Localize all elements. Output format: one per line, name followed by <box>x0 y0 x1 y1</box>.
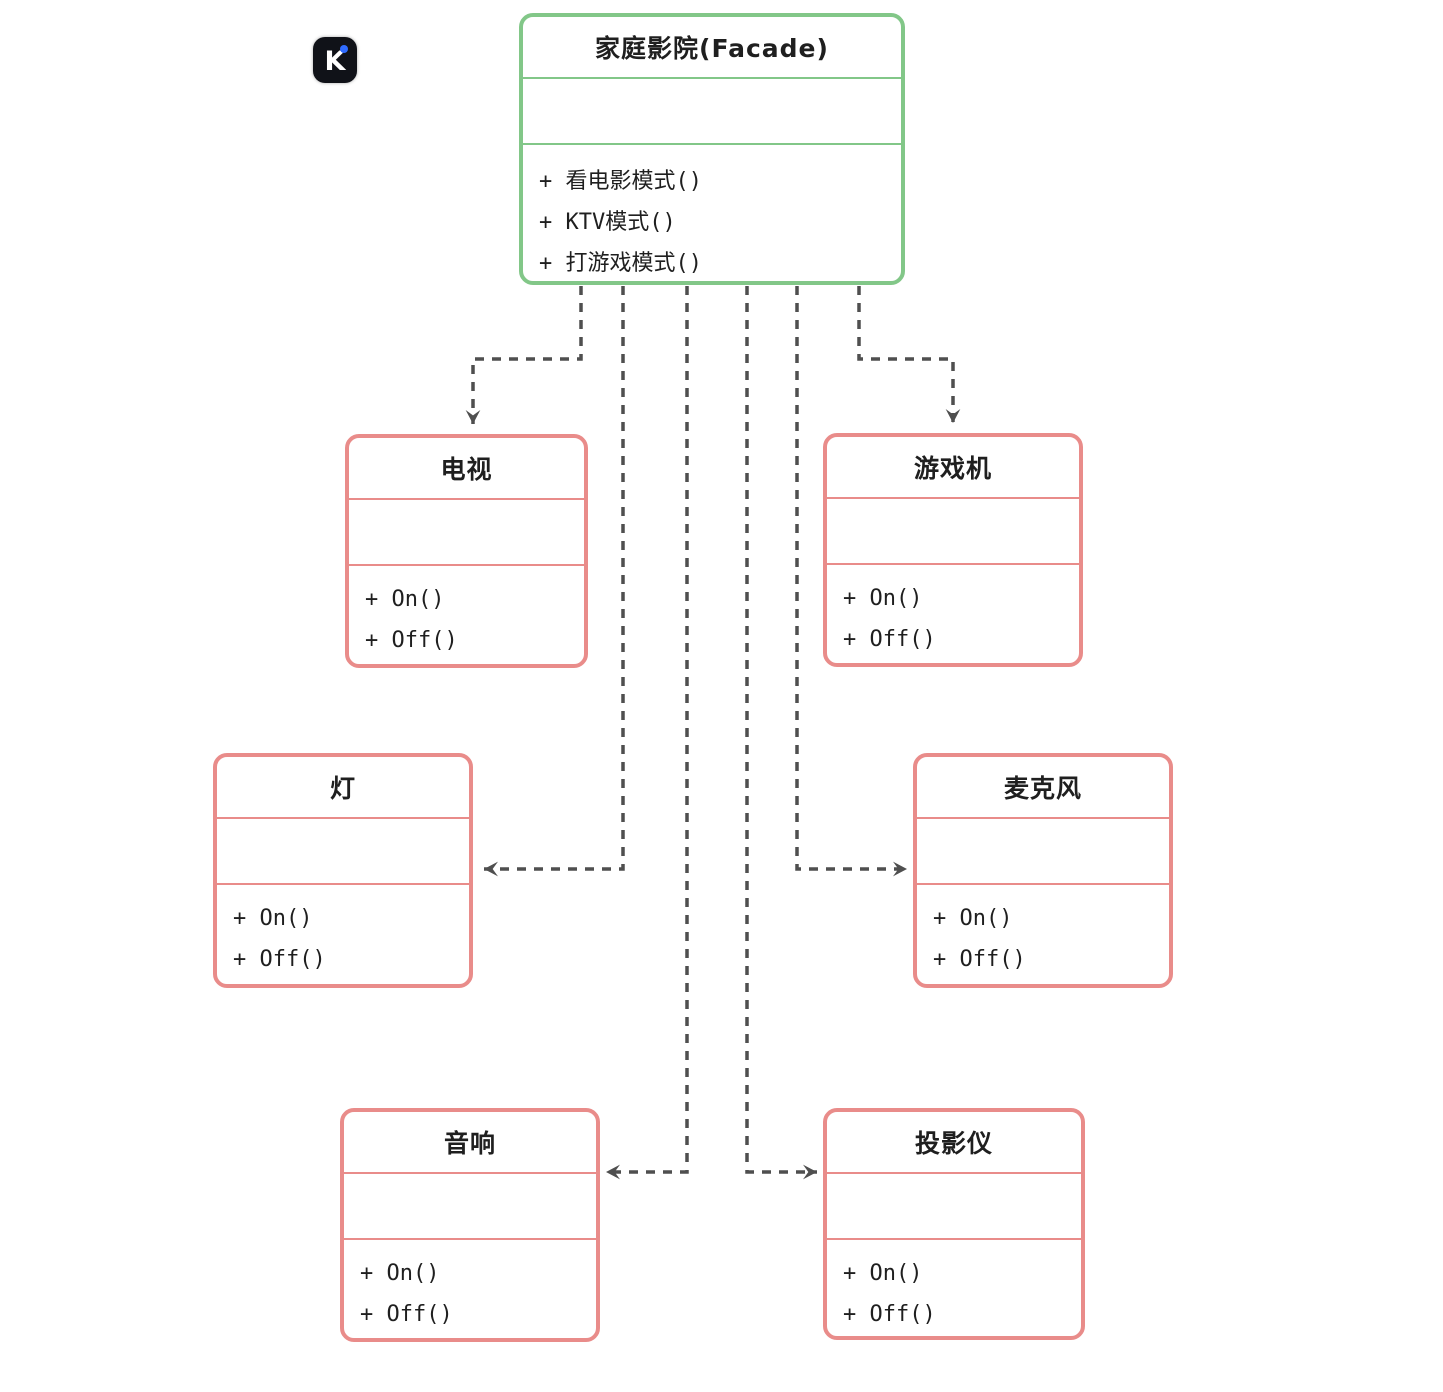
class-methods-facade: + 看电影模式() + KTV模式() + 打游戏模式() <box>523 145 901 281</box>
method-item: + 打游戏模式() <box>539 250 702 276</box>
class-title-speaker: 音响 <box>443 1129 496 1158</box>
logo-dot-icon <box>340 45 348 53</box>
method-item: + Off() <box>365 628 458 653</box>
class-box-console: 游戏机 + On() + Off() <box>823 433 1083 667</box>
class-box-projector: 投影仪 + On() + Off() <box>823 1108 1085 1340</box>
method-item: + Off() <box>843 627 936 652</box>
class-attributes-tv <box>349 498 584 566</box>
method-item: + On() <box>933 906 1013 931</box>
class-title-mic: 麦克风 <box>1003 774 1082 803</box>
logo-letter: K <box>324 45 346 77</box>
method-item: + 看电影模式() <box>539 168 702 194</box>
class-attributes-projector <box>827 1172 1081 1240</box>
method-item: + Off() <box>360 1302 453 1327</box>
method-item: + Off() <box>933 947 1026 972</box>
method-item: + Off() <box>843 1302 936 1327</box>
connector-facade-to-speaker <box>606 286 689 1180</box>
class-methods-projector: + On() + Off() <box>827 1240 1081 1336</box>
class-box-facade: 家庭影院(Facade) + 看电影模式() + KTV模式() + 打游戏模式… <box>519 13 905 285</box>
class-title-projector: 投影仪 <box>914 1129 993 1158</box>
method-item: + On() <box>360 1261 440 1286</box>
class-box-light: 灯 + On() + Off() <box>213 753 473 988</box>
class-title-light: 灯 <box>329 774 356 803</box>
class-title-tv: 电视 <box>440 455 493 484</box>
class-attributes-mic <box>917 817 1169 885</box>
class-attributes-console <box>827 497 1079 565</box>
class-methods-console: + On() + Off() <box>827 565 1079 663</box>
class-title-console: 游戏机 <box>913 454 992 483</box>
class-attributes-facade <box>523 77 901 145</box>
connector-facade-to-tv <box>465 286 583 424</box>
connector-facade-to-console <box>857 286 961 423</box>
class-methods-light: + On() + Off() <box>217 885 469 984</box>
class-methods-mic: + On() + Off() <box>917 885 1169 984</box>
class-methods-speaker: + On() + Off() <box>344 1240 596 1338</box>
class-attributes-light <box>217 817 469 885</box>
app-logo: K <box>313 37 357 83</box>
method-item: + On() <box>233 906 313 931</box>
method-item: + On() <box>365 587 445 612</box>
class-box-speaker: 音响 + On() + Off() <box>340 1108 600 1342</box>
class-methods-tv: + On() + Off() <box>349 566 584 664</box>
class-box-tv: 电视 + On() + Off() <box>345 434 588 668</box>
method-item: + On() <box>843 1261 923 1286</box>
connector-facade-to-projector <box>745 286 817 1180</box>
method-item: + Off() <box>233 947 326 972</box>
method-item: + On() <box>843 586 923 611</box>
class-title-facade: 家庭影院(Facade) <box>595 34 829 63</box>
class-box-mic: 麦克风 + On() + Off() <box>913 753 1173 988</box>
method-item: + KTV模式() <box>539 209 676 235</box>
class-attributes-speaker <box>344 1172 596 1240</box>
